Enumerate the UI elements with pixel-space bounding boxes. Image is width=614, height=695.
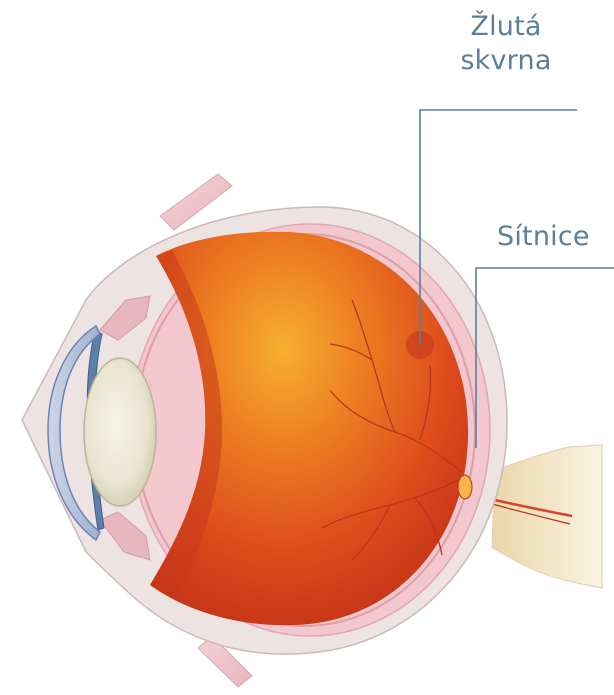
optic-disc	[458, 475, 472, 499]
macula-label-line-2: skvrna	[446, 44, 566, 78]
macula-label-line-1: Žlutá	[446, 10, 566, 44]
macula-label: Žlutá skvrna	[446, 10, 566, 78]
retina-label: Sítnice	[497, 220, 614, 254]
lens	[84, 358, 156, 506]
optic-nerve	[492, 445, 602, 588]
